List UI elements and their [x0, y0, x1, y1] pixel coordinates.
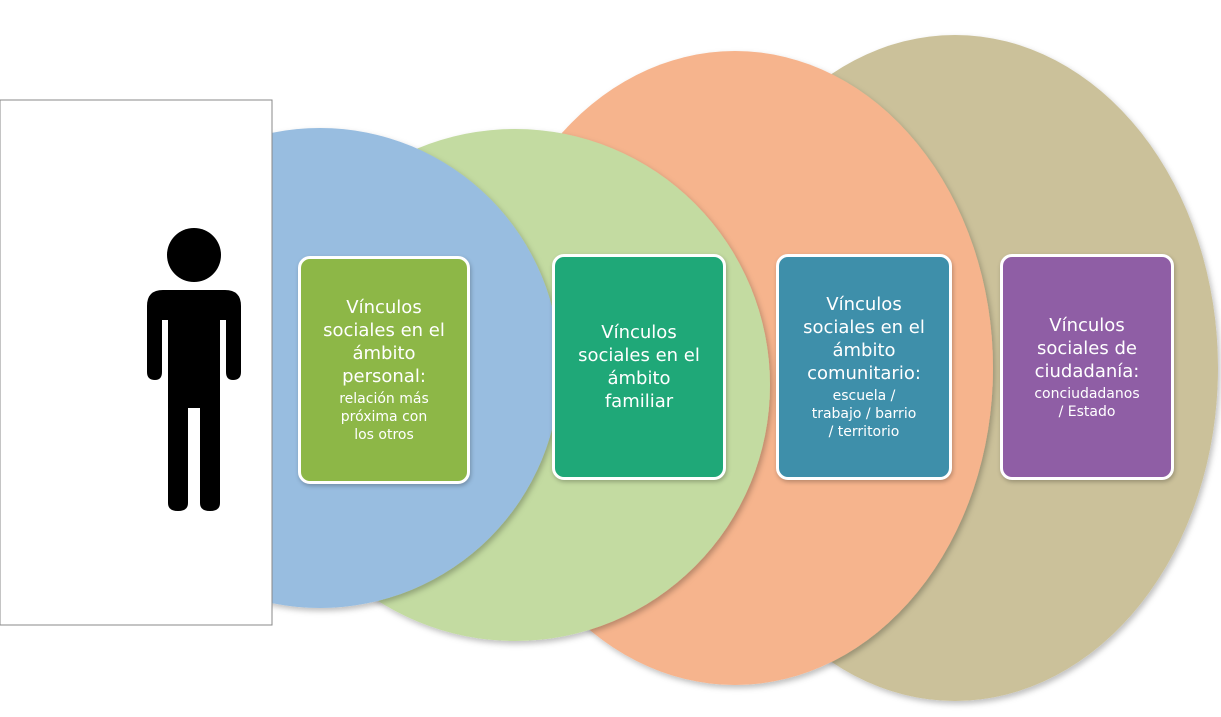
personal-sphere-box: Vínculos sociales en el ámbito personal:…: [298, 256, 470, 484]
community-sphere-title: Vínculos sociales en el ámbito comunitar…: [803, 294, 925, 384]
citizenship-sphere-title: Vínculos sociales de ciudadanía:: [1034, 314, 1140, 382]
person-icon: [147, 228, 241, 511]
personal-sphere-title: Vínculos sociales en el ámbito personal:: [323, 297, 445, 387]
citizenship-sphere-subtitle: conciudadanos / Estado: [1034, 385, 1140, 420]
family-sphere-title: Vínculos sociales en el ámbito familiar: [578, 322, 700, 412]
community-sphere-box: Vínculos sociales en el ámbito comunitar…: [776, 254, 952, 480]
community-sphere-subtitle: escuela / trabajo / barrio / territorio: [811, 388, 917, 440]
personal-sphere-subtitle: relación más próxima con los otros: [339, 391, 429, 443]
family-sphere-box: Vínculos sociales en el ámbito familiar: [552, 254, 726, 480]
citizenship-sphere-box: Vínculos sociales de ciudadanía: conciud…: [1000, 254, 1174, 480]
